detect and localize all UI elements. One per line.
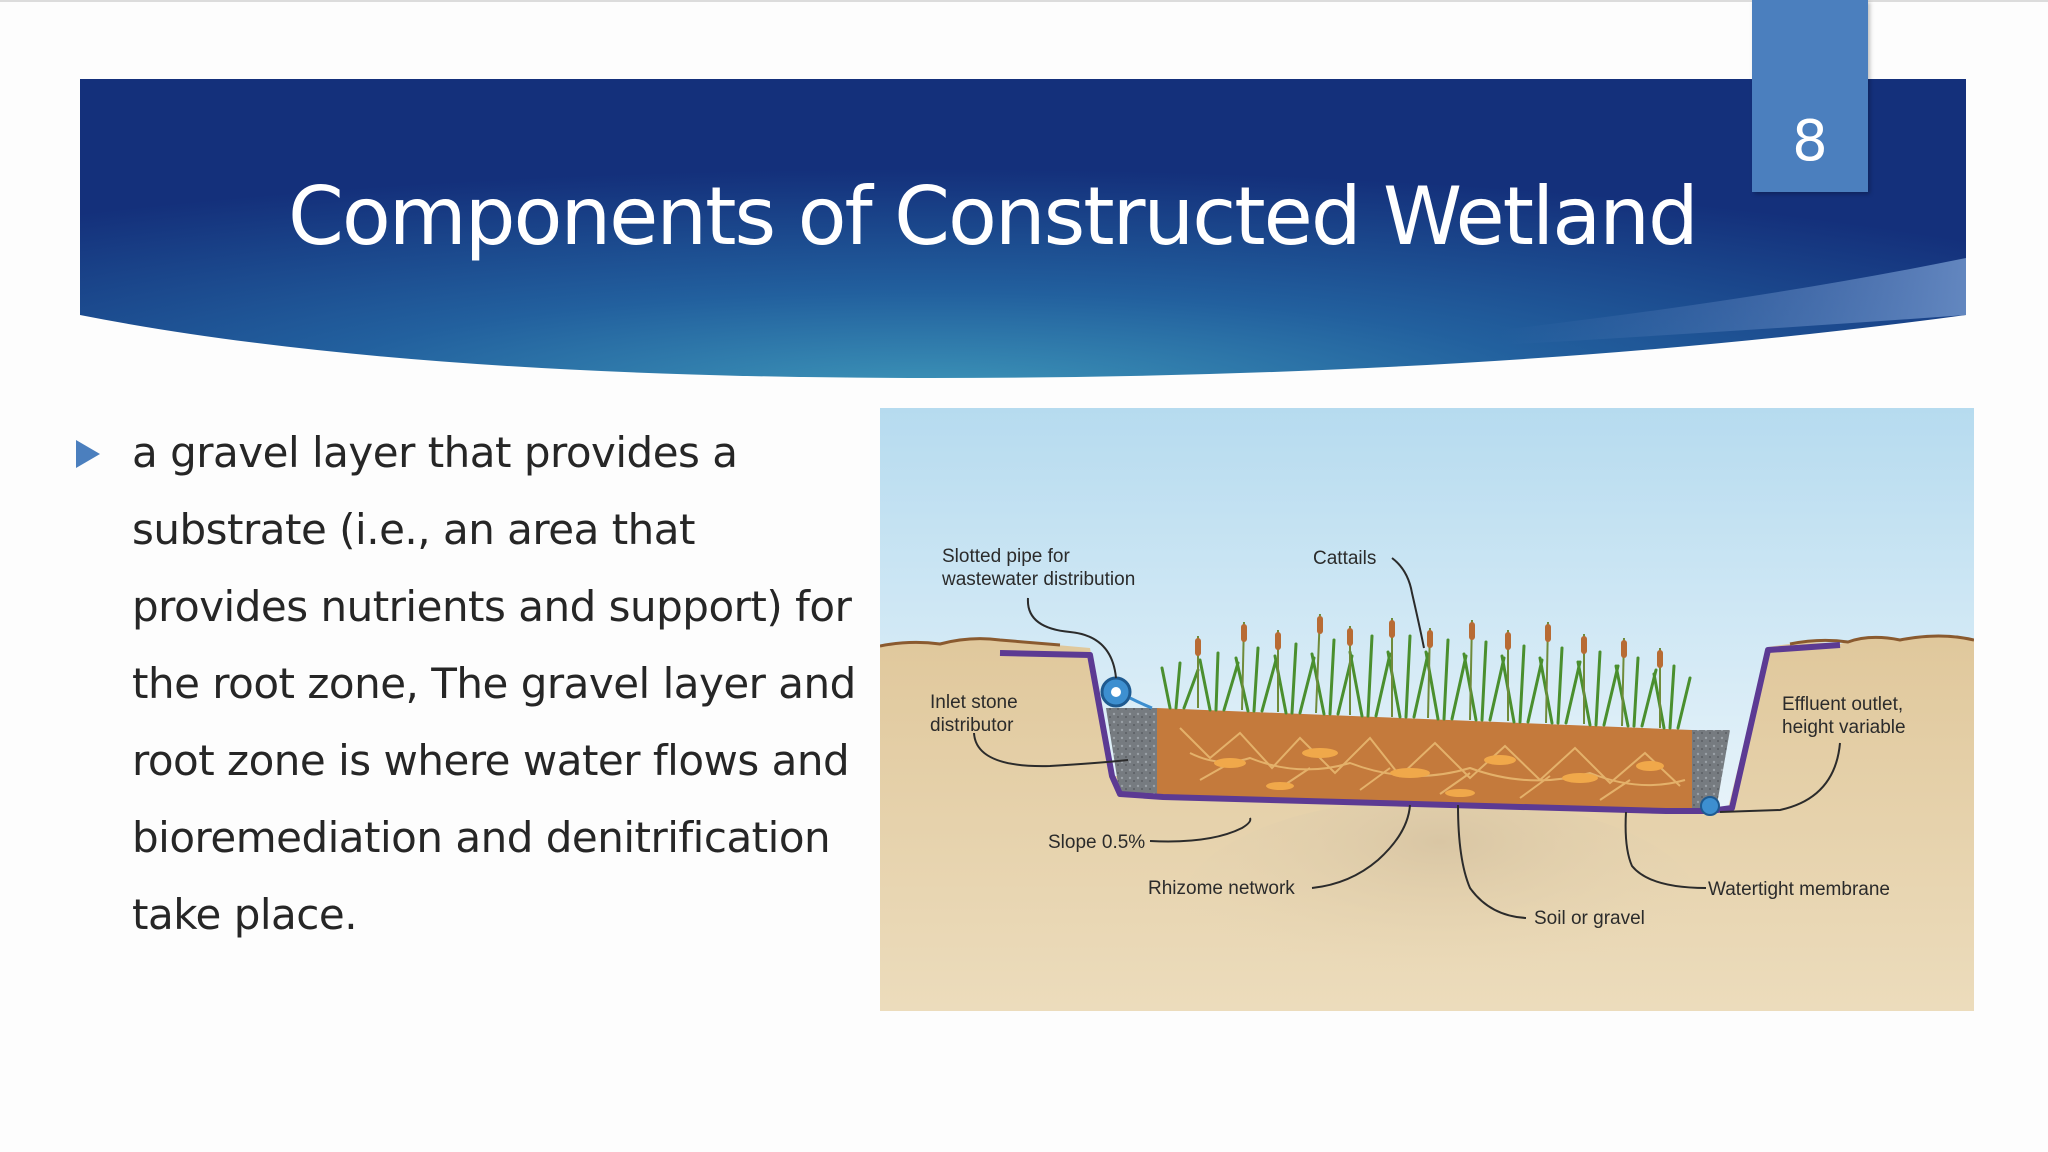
slide-title: Components of Constructed Wetland bbox=[288, 170, 1699, 263]
cattail-heads bbox=[1195, 616, 1663, 668]
slotted-pipe-icon bbox=[1100, 676, 1153, 710]
wetland-diagram: Slotted pipe for wastewater distribution… bbox=[880, 408, 1974, 1011]
leader-inlet bbox=[973, 732, 1129, 768]
leader-cattails bbox=[1391, 557, 1425, 649]
label-inlet-2: distributor bbox=[930, 715, 1014, 736]
label-soil: Soil or gravel bbox=[1534, 908, 1645, 929]
page-number: 8 bbox=[1792, 109, 1828, 174]
leader-slope bbox=[1149, 817, 1252, 843]
leader-membrane bbox=[1624, 811, 1707, 889]
inlet-gravel bbox=[1106, 708, 1157, 798]
label-membrane: Watertight membrane bbox=[1708, 879, 1890, 900]
rhizome-tubers bbox=[1214, 748, 1664, 797]
banner-swoosh bbox=[1500, 258, 1966, 345]
leader-soil bbox=[1457, 804, 1527, 919]
label-effluent-1: Effluent outlet, bbox=[1782, 694, 1903, 715]
leader-slotted-pipe bbox=[1026, 597, 1117, 679]
label-cattails: Cattails bbox=[1313, 548, 1376, 569]
soil-mound bbox=[1180, 798, 1700, 1011]
page-number-box: 8 bbox=[1752, 0, 1868, 192]
effluent-outlet-icon bbox=[1700, 796, 1720, 816]
label-effluent-2: height variable bbox=[1782, 717, 1906, 738]
label-slotted-pipe-1: Slotted pipe for bbox=[942, 546, 1070, 567]
label-slotted-pipe-2: wastewater distribution bbox=[941, 569, 1135, 590]
label-inlet-1: Inlet stone bbox=[930, 692, 1018, 713]
reeds bbox=[1160, 634, 1692, 730]
leader-effluent bbox=[1719, 742, 1841, 813]
leader-rhizome bbox=[1311, 804, 1411, 889]
triangle-right-icon bbox=[76, 440, 100, 468]
bullet-text: a gravel layer that provides a substrate… bbox=[132, 428, 856, 939]
leader-lines bbox=[973, 557, 1841, 919]
banner-shape bbox=[80, 79, 1966, 378]
title-banner bbox=[80, 79, 1966, 378]
outlet-gravel bbox=[1692, 730, 1730, 810]
label-slope: Slope 0.5% bbox=[1048, 832, 1145, 853]
ground-topsoil bbox=[880, 634, 1974, 648]
top-rule bbox=[0, 0, 2048, 2]
watertight-membrane bbox=[999, 642, 1841, 814]
label-rhizome: Rhizome network bbox=[1148, 878, 1295, 899]
